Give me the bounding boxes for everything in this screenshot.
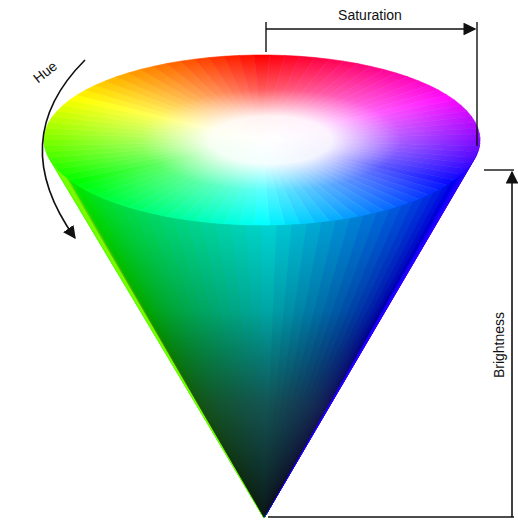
hue-disc xyxy=(44,55,480,225)
saturation-tick xyxy=(265,22,266,52)
saturation-tick xyxy=(476,22,477,146)
brightness-label: Brightness xyxy=(492,312,506,378)
saturation-arrow xyxy=(266,28,475,30)
white-center xyxy=(44,55,480,225)
brightness-arrow xyxy=(511,172,513,517)
brightness-tick xyxy=(484,169,514,170)
hue-arrow xyxy=(42,60,85,238)
saturation-label: Saturation xyxy=(338,8,402,22)
brightness-tick xyxy=(268,516,514,517)
hue-label: Hue xyxy=(31,59,60,86)
